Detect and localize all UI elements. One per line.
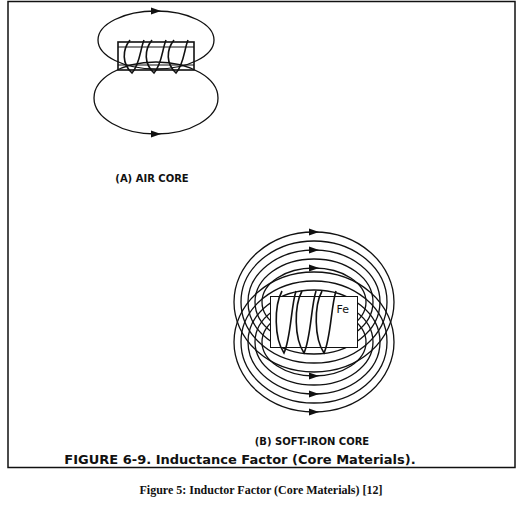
field-line (234, 272, 394, 412)
field-line (248, 250, 380, 354)
coil-winding (316, 291, 336, 353)
coil-winding (296, 291, 316, 353)
field-arrow (309, 247, 319, 254)
field-arrow (309, 229, 319, 236)
figure-caption: Figure 5: Inductor Factor (Core Material… (139, 483, 382, 498)
field-line (94, 62, 218, 134)
figure-frame (8, 2, 515, 468)
air-core-tube (118, 42, 194, 70)
field-line (234, 232, 394, 372)
field-arrow (309, 265, 319, 272)
coil-winding (276, 291, 296, 353)
field-line (98, 11, 214, 69)
coil-winding (124, 40, 144, 73)
coil-winding (168, 40, 188, 73)
field-line (241, 241, 387, 363)
tube-wall (118, 65, 194, 66)
field-arrow (151, 8, 161, 15)
field-arrow (151, 131, 161, 138)
field-arrow (309, 409, 319, 416)
tube-wall (118, 47, 194, 48)
iron-field-lines (234, 229, 394, 416)
field-line (241, 281, 387, 403)
part-label: (B) SOFT-IRON CORE (255, 436, 369, 447)
coil-winding (146, 40, 166, 73)
figure-title: FIGURE 6-9. Inductance Factor (Core Mate… (64, 452, 415, 467)
field-arrow (309, 391, 319, 398)
field-line (248, 290, 380, 394)
air-core-coil (118, 40, 194, 73)
field-arrow (309, 373, 319, 380)
part-label: (A) AIR CORE (115, 173, 188, 184)
iron-core: Fe (270, 296, 358, 348)
air-field-lines (94, 8, 218, 138)
element-symbol: Fe (337, 303, 350, 316)
